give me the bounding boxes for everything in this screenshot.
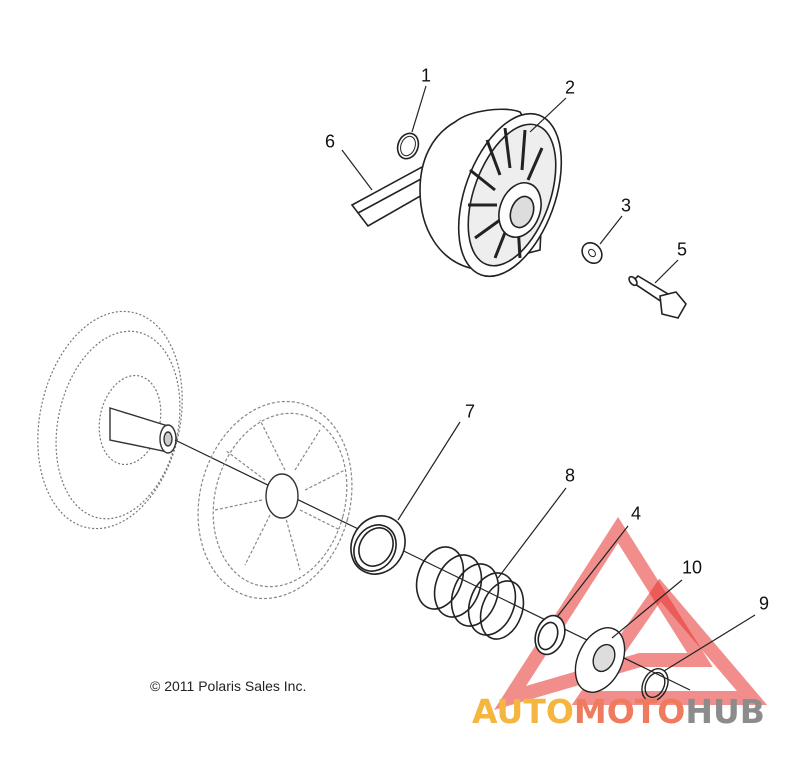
part-5-bolt [628,274,687,319]
watermark-moto: MOTO [573,692,686,731]
watermark-wordmark: AUTOMOTOHUB [472,692,765,731]
part-7-bushing [350,515,406,575]
watermark-auto: AUTO [472,692,574,731]
callout-5: 5 [676,239,688,260]
callout-10: 10 [681,557,703,578]
callout-3: 3 [620,195,632,216]
callout-9: 9 [758,593,770,614]
part-2-drive-clutch [419,108,563,278]
moveable-sheave-hub [265,473,299,519]
part-4-washer [534,614,566,656]
copyright-notice: © 2011 Polaris Sales Inc. [150,678,307,694]
callout-4: 4 [630,503,642,524]
leader-lines [341,85,756,672]
callout-7: 7 [464,401,476,422]
part-8-spring [415,546,525,640]
sheave-shaft [109,407,177,454]
part-9-snap-ring [641,668,669,702]
callout-1: 1 [420,65,432,86]
part-3-washer-hole [588,248,596,258]
part-1-ring [396,132,420,160]
callout-2: 2 [564,77,576,98]
watermark-hub: HUB [685,692,765,731]
callout-8: 8 [564,465,576,486]
watermark-logo [493,516,768,710]
moveable-sheave [197,400,353,600]
callout-6: 6 [324,131,336,152]
part-1-ring-inner [400,135,416,157]
part-10-spring-seat [574,627,626,693]
